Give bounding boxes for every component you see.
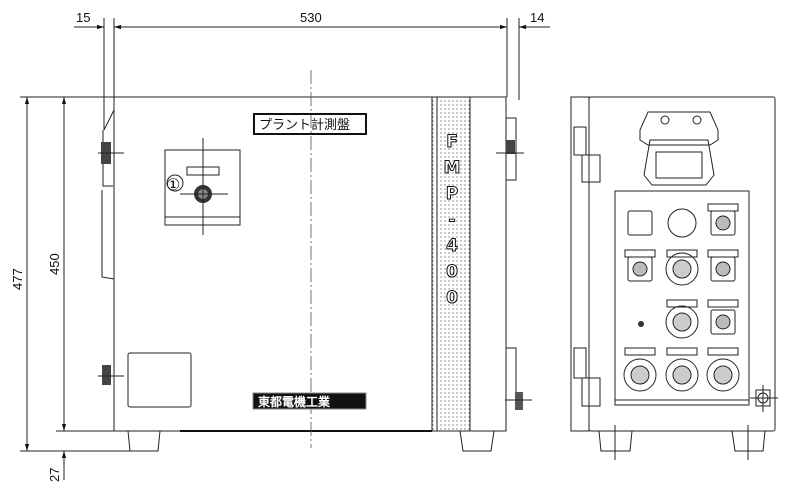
connector-label-plate [707,299,739,308]
connector-label-plate [707,203,739,212]
dim-total-height: 477 [10,268,25,290]
indicator-dot [638,321,644,327]
model-strip [431,96,471,432]
foot-left [127,430,161,452]
connector-label-plate [666,249,698,258]
connector-label-plate [666,299,698,308]
nameplate-label: プラント計測盤 [259,117,350,133]
top-dimensions: 15 530 14 [74,10,550,100]
connector-icon [667,208,697,238]
connector-label-plate [707,249,739,258]
connector-label-plate [624,249,656,258]
connector-icon [706,358,740,392]
carry-handle-icon [639,111,719,186]
foot-right [459,430,495,452]
model-number: FMP-400 [442,132,462,314]
front-view: FMP-400 プラント計測盤 ① 東都電機工業 [98,70,532,452]
window-panel [127,352,192,408]
connector-label-plate [666,347,698,356]
connector-icon [627,210,653,236]
connector-icon [710,210,736,236]
side-view [570,96,778,460]
dim-foot-height: 27 [47,468,62,482]
dim-right-offset: 14 [530,10,544,25]
connectors [623,203,740,392]
connector-icon [627,256,653,282]
ground-terminal [515,392,523,410]
dim-left-offset: 15 [76,10,90,25]
dim-width: 530 [300,10,322,25]
connector-panel [614,190,750,406]
hinge-bottom [102,365,111,385]
connector-label-plate [624,347,656,356]
maker-logo [252,392,367,410]
side-body [588,96,776,432]
dim-body-height: 450 [47,253,62,275]
connector-label-plate [707,347,739,356]
connector-icon [710,309,736,335]
left-dimensions: 477 450 27 [10,96,130,482]
connector-icon [665,358,699,392]
latch-top [506,140,515,154]
callout-1: ① [166,175,180,194]
connector-icon [665,305,699,339]
connector-icon [665,252,699,286]
connector-icon [710,256,736,282]
maker-logo-text: 東都電機工業 [258,394,331,409]
connector-icon [623,358,657,392]
